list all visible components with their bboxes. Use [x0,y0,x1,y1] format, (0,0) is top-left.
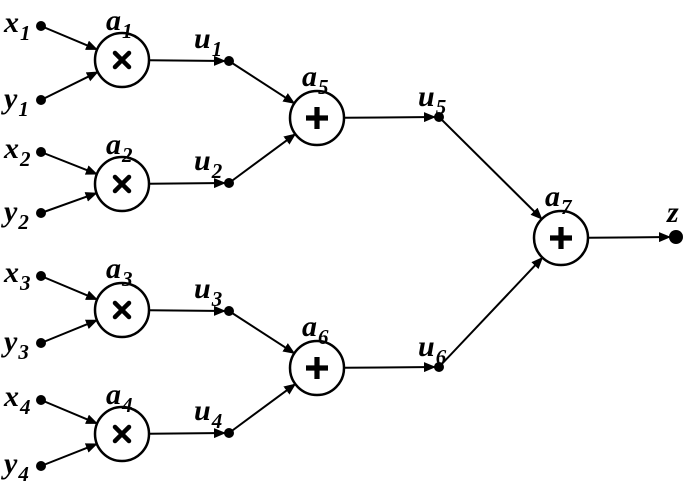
wire-label-u2: u2 [194,144,223,183]
plus-icon [306,107,328,129]
gate-a6-plus [288,339,346,397]
arrow-a1-to-u1 [148,55,226,66]
arrow-a3-to-u3 [148,305,226,316]
input-label-y4: y4 [1,447,29,482]
arrow-y4-to-a4 [40,442,98,467]
arrow-a4-to-u4 [148,428,226,439]
nodes-layer [36,21,683,471]
gate-a4-times [93,405,151,463]
arrow-x4-to-a4 [40,399,99,425]
gate-a3-times [93,281,151,339]
gate-a5-plus [288,89,346,147]
arrow-u3-to-a6 [228,310,296,355]
times-icon [112,300,132,320]
gate-a1-times [93,31,151,89]
arrow-x2-to-a2 [40,151,98,176]
arrow-u2-to-a5 [228,133,297,184]
times-icon [112,50,132,70]
times-icon [112,174,132,194]
arrow-u5-to-a7 [438,116,543,220]
input-node-y3 [36,338,46,348]
arrow-y3-to-a3 [40,319,98,344]
output-node-z [669,230,683,244]
arrow-a5-to-u5 [343,112,436,123]
arrow-a7-to-z [587,232,671,243]
arrow-u6-to-a7 [438,256,544,368]
input-node-y2 [36,208,46,218]
arrow-a2-to-u2 [148,178,226,189]
arrow-u4-to-a6 [228,383,297,434]
input-node-x2 [36,147,46,157]
input-label-x3: x3 [3,256,31,295]
arrow-a6-to-u6 [343,362,436,373]
plus-icon [306,357,328,379]
arrow-u1-to-a5 [228,60,296,105]
wire-node-u5 [434,112,444,122]
arrow-y2-to-a2 [40,192,98,214]
gate-a7-plus [532,209,590,267]
arrow-x3-to-a3 [40,275,99,301]
wire-node-u2 [224,178,234,188]
input-label-y2: y2 [1,195,29,234]
input-node-x1 [36,21,46,31]
times-icon [112,424,132,444]
wires-layer [40,25,671,467]
input-label-y3: y3 [1,325,29,364]
wire-label-u1: u1 [194,22,222,61]
wire-label-u3: u3 [194,272,222,311]
input-node-y4 [36,461,46,471]
plus-icon [550,227,572,249]
wire-label-u4: u4 [194,394,222,433]
wire-node-u1 [224,56,234,66]
arrow-x1-to-a1 [40,25,99,51]
wire-node-u3 [224,306,234,316]
gate-label-a7: a7 [545,180,573,219]
wire-node-u4 [224,428,234,438]
gate-a2-times [93,155,151,213]
input-node-x4 [36,395,46,405]
output-label-z: z [666,196,679,229]
wire-node-u6 [434,362,444,372]
input-label-x4: x4 [3,380,31,419]
wire-label-u5: u5 [418,80,446,119]
input-label-x2: x2 [3,132,31,171]
wire-label-u6: u6 [418,330,447,369]
arrow-y1-to-a1 [40,71,99,101]
input-node-x3 [36,271,46,281]
input-label-y1: y1 [1,82,29,121]
labels-layer: x1y1x2y2x3y3x4y4u1u2u3u4u5u6za1a2a3a4a5a… [1,4,679,482]
input-node-y1 [36,95,46,105]
input-label-x1: x1 [3,6,31,45]
